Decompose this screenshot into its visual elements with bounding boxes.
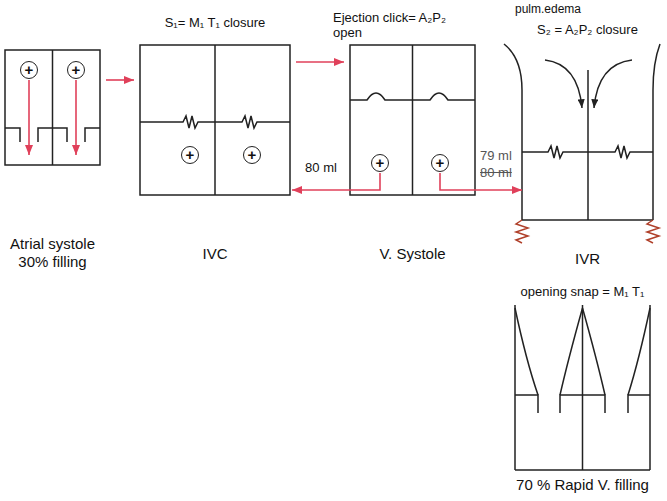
phase-caption: Atrial systole 30% filling [3,235,103,271]
inflow-curve [515,308,650,395]
heart-sound-note: Ejection click= A₂P₂ open [333,10,475,41]
flow-arrow [106,79,134,81]
dilated-wall [504,44,522,220]
phase-caption: IVR [513,250,663,268]
heart-panel: Ejection click= A₂P₂ openV. Systole [350,45,475,195]
flow-arrows [29,80,475,190]
heart-outlines [5,44,660,470]
semilunar-valves-closing [522,146,653,158]
phase-caption: 70 % Rapid V. filling [500,476,665,494]
av-valves-open [515,395,650,413]
pressure-sign: + [371,154,389,172]
spring-symbol [516,220,528,243]
closure-arrow [545,60,582,108]
filling-arrow [28,80,30,155]
septum [587,70,589,220]
av-valves-open [5,128,100,142]
pressure-sign: + [67,61,85,79]
flow-arrow [292,189,350,191]
heart-outline [515,305,650,470]
heart-sound-note: opening snap = M₁ T₁ [508,284,658,300]
pressure-sign: + [181,146,199,164]
heart-outline [5,50,100,165]
heart-panel: opening snap = M₁ T₁70 % Rapid V. fillin… [515,305,650,470]
ejection-line [350,173,380,190]
heart-sound-note: S₁= M₁ T₁ closure [120,15,310,31]
phase-caption: IVC [140,245,290,263]
septum [52,50,54,165]
flow-arrow [475,189,522,191]
dilated-wall [653,44,660,220]
heart-base [522,219,653,221]
volume-label: 80 ml [305,160,337,176]
volume-label: 80 ml [480,165,512,181]
heart-outline [350,45,475,195]
heart-sound-note: S₂ = A₂P₂ closure [513,22,663,38]
heart-panel: S₂ = A₂P₂ closureIVR [522,50,653,220]
filling-arrow [75,80,77,155]
pressure-sign: + [243,146,261,164]
pressure-sign: + [431,154,449,172]
volume-label: 79 ml [480,148,512,164]
heart-panel: S₁= M₁ T₁ closureIVC [140,45,290,195]
semilunar-valves-open [350,93,475,100]
closure-arrow [594,60,632,108]
septum [412,45,414,195]
complication-note: pulm.edema [515,2,581,16]
spring-symbol [647,220,659,243]
ejection-line [440,173,475,190]
septum [214,45,216,195]
flow-arrow [296,61,344,63]
phase-caption: V. Systole [338,245,488,263]
pressure-sign: + [20,61,38,79]
av-valves-closing [140,116,290,128]
heart-outline [140,45,290,195]
